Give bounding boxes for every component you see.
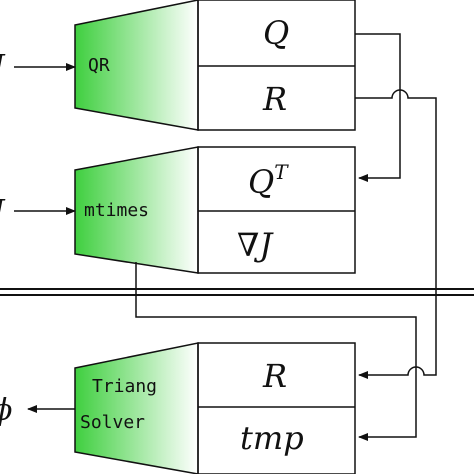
triang-input-r: R	[262, 357, 287, 395]
wire-q-to-qt	[355, 33, 401, 182]
wire-mtimes-to-tmp	[135, 262, 417, 441]
mtimes-output-q: Q	[248, 163, 274, 201]
input-j-mid: J	[0, 194, 6, 229]
triang-input-box	[197, 342, 356, 474]
mtimes-output-gradj: ∇J	[237, 226, 274, 264]
qr-label: QR	[88, 55, 110, 76]
triang-input-tmp: tmp	[240, 419, 304, 457]
qr-output-q: Q	[263, 14, 289, 52]
mtimes-label: mtimes	[84, 200, 149, 221]
wire-r-to-triang	[355, 89, 437, 379]
triang-label-line1: Triang	[92, 376, 157, 397]
qr-output-r: R	[262, 80, 287, 118]
triang-label-line2: Solver	[80, 412, 145, 433]
qr-output-box	[197, 0, 356, 131]
triang-trapezoid	[74, 342, 199, 474]
mtimes-output-box	[197, 146, 356, 274]
mtimes-output-qt: QT	[248, 160, 289, 201]
input-j-top: J	[0, 49, 6, 84]
output-phi: ϕ	[0, 393, 12, 428]
mtimes-output-sup: T	[274, 160, 289, 184]
